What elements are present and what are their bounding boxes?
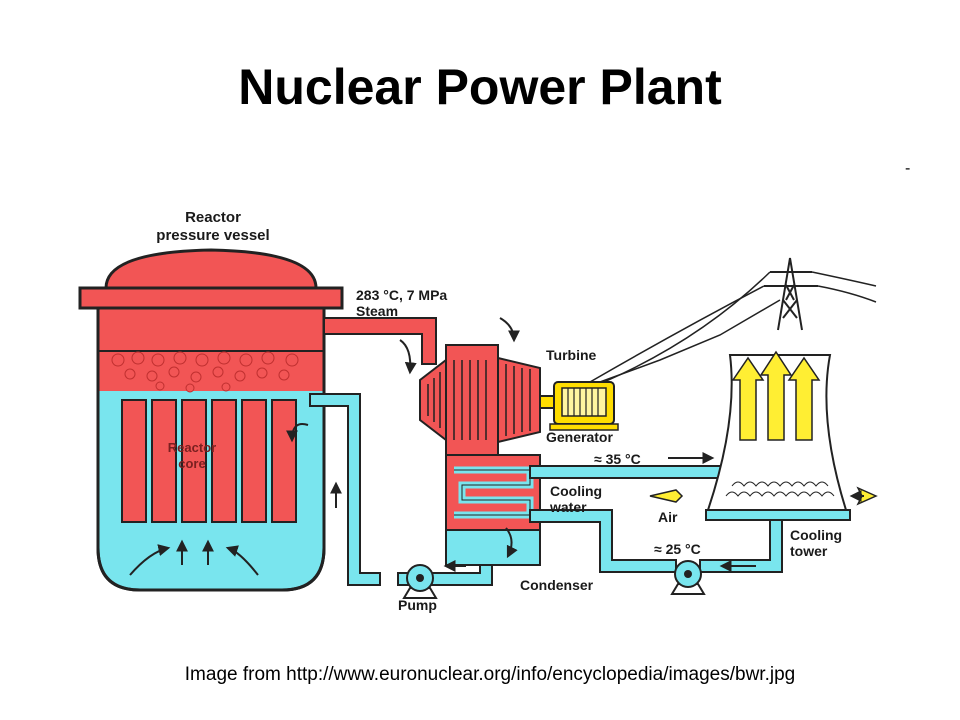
label-vessel-1: Reactor	[185, 209, 241, 226]
pump-feedwater	[402, 564, 438, 599]
label-cooling-tower-2: tower	[790, 543, 828, 559]
pump-cooling	[670, 560, 706, 595]
generator	[549, 299, 781, 431]
label-generator: Generator	[546, 429, 613, 445]
label-condenser: Condenser	[520, 577, 594, 593]
reactor-vessel	[78, 248, 344, 592]
label-turbine: Turbine	[546, 347, 597, 363]
condenser	[445, 454, 541, 566]
steam-pipe	[323, 317, 520, 375]
label-cooling-water-2: water	[549, 499, 587, 515]
label-steam-2: Steam	[356, 303, 398, 319]
corner-mark: -	[905, 160, 911, 177]
steam-bubbles	[111, 351, 299, 393]
label-vessel-2: pressure vessel	[156, 227, 269, 244]
label-core-1: Reactor	[168, 440, 216, 455]
vapor-arrows	[731, 350, 821, 441]
fuel-rods	[121, 399, 297, 523]
label-hot-water-temp: ≈ 35 °C	[594, 451, 641, 467]
label-cooling-tower-1: Cooling	[790, 527, 842, 543]
label-cool-water-temp: ≈ 25 °C	[654, 541, 701, 557]
cooling-tower	[649, 350, 878, 521]
label-steam-1: 283 °C, 7 MPa	[356, 287, 447, 303]
transmission-tower	[589, 257, 877, 383]
label-pump: Pump	[398, 597, 437, 613]
image-source-caption: Image from http://www.euronuclear.org/in…	[184, 664, 796, 685]
label-air: Air	[658, 509, 678, 525]
label-core-2: core	[178, 456, 205, 471]
slide-title: Nuclear Power Plant	[238, 59, 722, 115]
turbine	[419, 344, 555, 456]
label-cooling-water-1: Cooling	[550, 483, 602, 499]
